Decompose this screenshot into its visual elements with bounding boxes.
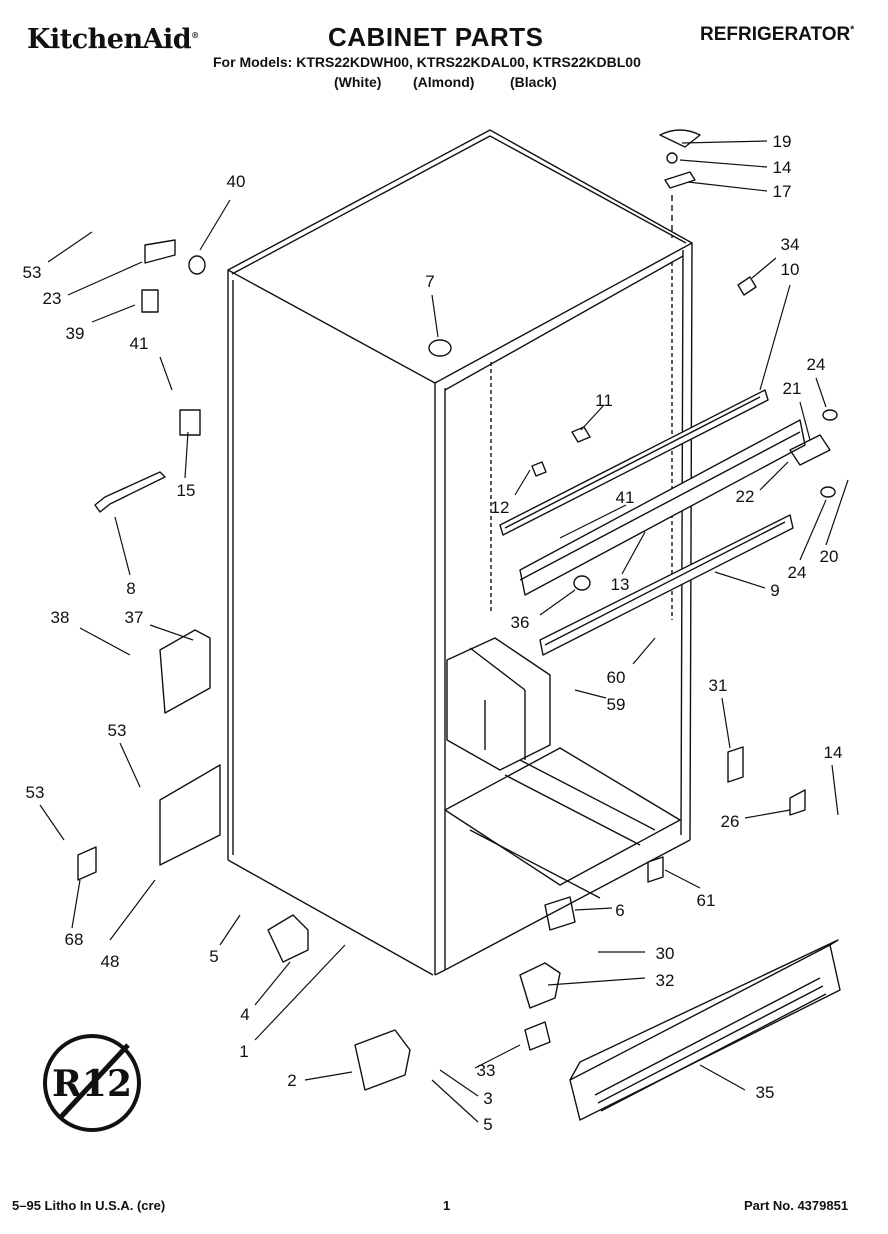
part-label: 7 [425, 272, 434, 291]
part-label: 1 [239, 1042, 248, 1061]
interior-floor [444, 747, 681, 899]
part-labels: 19 14 17 40 34 10 53 23 39 7 41 24 21 11… [23, 132, 843, 1134]
cabinet-shell [227, 129, 693, 976]
bracket-32 [519, 962, 561, 1009]
part-label: 8 [126, 579, 135, 598]
part-label: 59 [607, 695, 626, 714]
bracket-15 [179, 409, 201, 436]
part-label: 14 [773, 158, 792, 177]
hinge-23 [144, 239, 176, 264]
hinge-cover-19 [659, 129, 701, 148]
washer-24-top [822, 409, 838, 421]
part-label: 36 [511, 613, 530, 632]
part-label: 5 [209, 947, 218, 966]
part-label: 60 [607, 668, 626, 687]
part-label: 21 [783, 379, 802, 398]
part-label: 2 [287, 1071, 296, 1090]
hinge-17 [664, 171, 696, 189]
washer-24-bottom [820, 486, 836, 498]
part-label: 30 [656, 944, 675, 963]
part-label: 48 [101, 952, 120, 971]
part-label: 19 [773, 132, 792, 151]
part-label: 35 [756, 1083, 775, 1102]
part-label: 53 [108, 721, 127, 740]
variant-white: (White) [334, 74, 382, 90]
category-footnote-mark: * [850, 24, 855, 36]
bracket-37 [159, 629, 211, 714]
tie-8 [94, 471, 166, 513]
r12-badge-slash [58, 1043, 130, 1120]
part-label: 12 [491, 498, 510, 517]
leader-lines [39, 140, 849, 1123]
page-number: 1 [443, 1198, 451, 1213]
shelf-rail-9 [539, 514, 794, 656]
part-label: 6 [615, 901, 624, 920]
part-label: 24 [807, 355, 826, 374]
part-label: 31 [709, 676, 728, 695]
part-label: 32 [656, 971, 675, 990]
page-title: CABINET PARTS [328, 22, 544, 52]
part-label: 40 [227, 172, 246, 191]
roller-4 [267, 914, 309, 963]
part-label: 13 [611, 575, 630, 594]
part-label: 39 [66, 324, 85, 343]
print-info: 5–95 Litho In U.S.A. (cre) [12, 1198, 166, 1213]
registered-mark: ® [191, 30, 199, 40]
plug-7 [428, 339, 452, 357]
r12-refrigerant-badge: R12 [43, 1034, 141, 1132]
part-label: 14 [824, 743, 843, 762]
clip-12 [531, 461, 547, 477]
category-label: REFRIGERATOR [700, 24, 851, 45]
part-label: 5 [483, 1115, 492, 1134]
part-label: 61 [697, 891, 716, 910]
bushing-40 [188, 255, 206, 275]
plate-61 [647, 856, 664, 883]
part-label: 33 [477, 1061, 496, 1080]
part-label: 34 [781, 235, 800, 254]
block-6 [544, 896, 576, 931]
part-label: 15 [177, 481, 196, 500]
brand-name: KitchenAid [27, 24, 192, 55]
spacer-39 [141, 289, 159, 313]
part-label: 37 [125, 608, 144, 627]
roller-2 [354, 1029, 411, 1091]
screw-14-top [666, 152, 678, 164]
part-label: 26 [721, 812, 740, 831]
part-label: 20 [820, 547, 839, 566]
clip-33 [524, 1021, 551, 1051]
part-label: 41 [616, 488, 635, 507]
part-label: 10 [781, 260, 800, 279]
part-label: 38 [51, 608, 70, 627]
clip-34 [737, 276, 757, 296]
part-label: 24 [788, 563, 807, 582]
model-list: For Models: KTRS22KDWH00, KTRS22KDAL00, … [213, 54, 641, 70]
part-label: 11 [595, 391, 613, 410]
panel-48 [159, 764, 221, 866]
brand-logo: KitchenAid® [27, 24, 199, 55]
grille-35 [569, 939, 841, 1121]
part-label: 53 [23, 263, 42, 282]
part-label: 4 [240, 1005, 249, 1024]
shelf-rail-13 [519, 419, 806, 596]
part-label: 68 [65, 930, 84, 949]
clip-68 [77, 846, 97, 881]
part-label: 23 [43, 289, 62, 308]
part-label: 53 [26, 783, 45, 802]
hinge-26 [789, 789, 806, 816]
shelf-rail-10 [499, 389, 769, 536]
part-label: 22 [736, 487, 755, 506]
document-part-number: Part No. 4379851 [744, 1198, 849, 1213]
part-label: 17 [773, 182, 792, 201]
evaporator-cover [446, 637, 551, 771]
variant-black: (Black) [510, 74, 557, 90]
part-label: 9 [770, 581, 779, 600]
part-label: 41 [130, 334, 149, 353]
clip-11 [571, 426, 591, 443]
variant-almond: (Almond) [413, 74, 475, 90]
plate-31 [727, 746, 744, 783]
knob-36 [573, 575, 591, 591]
part-label: 3 [483, 1089, 492, 1108]
product-category: REFRIGERATOR* [700, 24, 854, 46]
